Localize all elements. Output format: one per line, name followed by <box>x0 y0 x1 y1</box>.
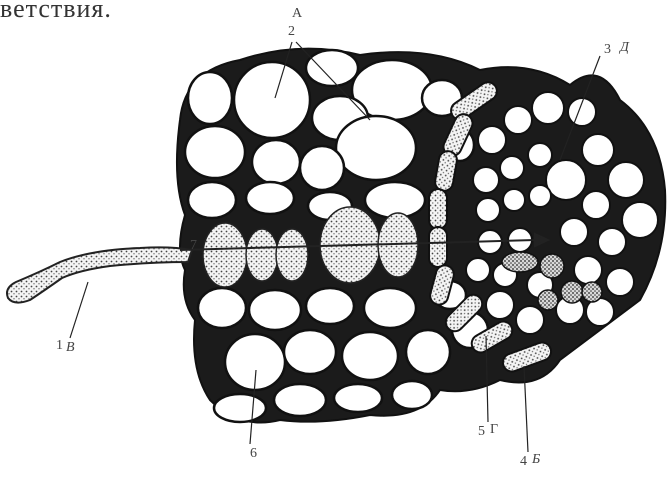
label-6: 6 <box>250 446 257 462</box>
label-B: Б <box>532 452 540 468</box>
label-D: Д <box>620 40 629 56</box>
label-V: В <box>66 340 75 356</box>
label-3: 3 <box>604 42 611 58</box>
label-2: 2 <box>288 24 295 40</box>
label-A: А <box>292 6 302 22</box>
root-hair <box>7 247 192 302</box>
label-7: 7 <box>190 238 197 254</box>
label-G: Г <box>490 422 498 438</box>
label-4: 4 <box>520 454 527 470</box>
label-1: 1 <box>56 338 63 354</box>
label-5: 5 <box>478 424 485 440</box>
